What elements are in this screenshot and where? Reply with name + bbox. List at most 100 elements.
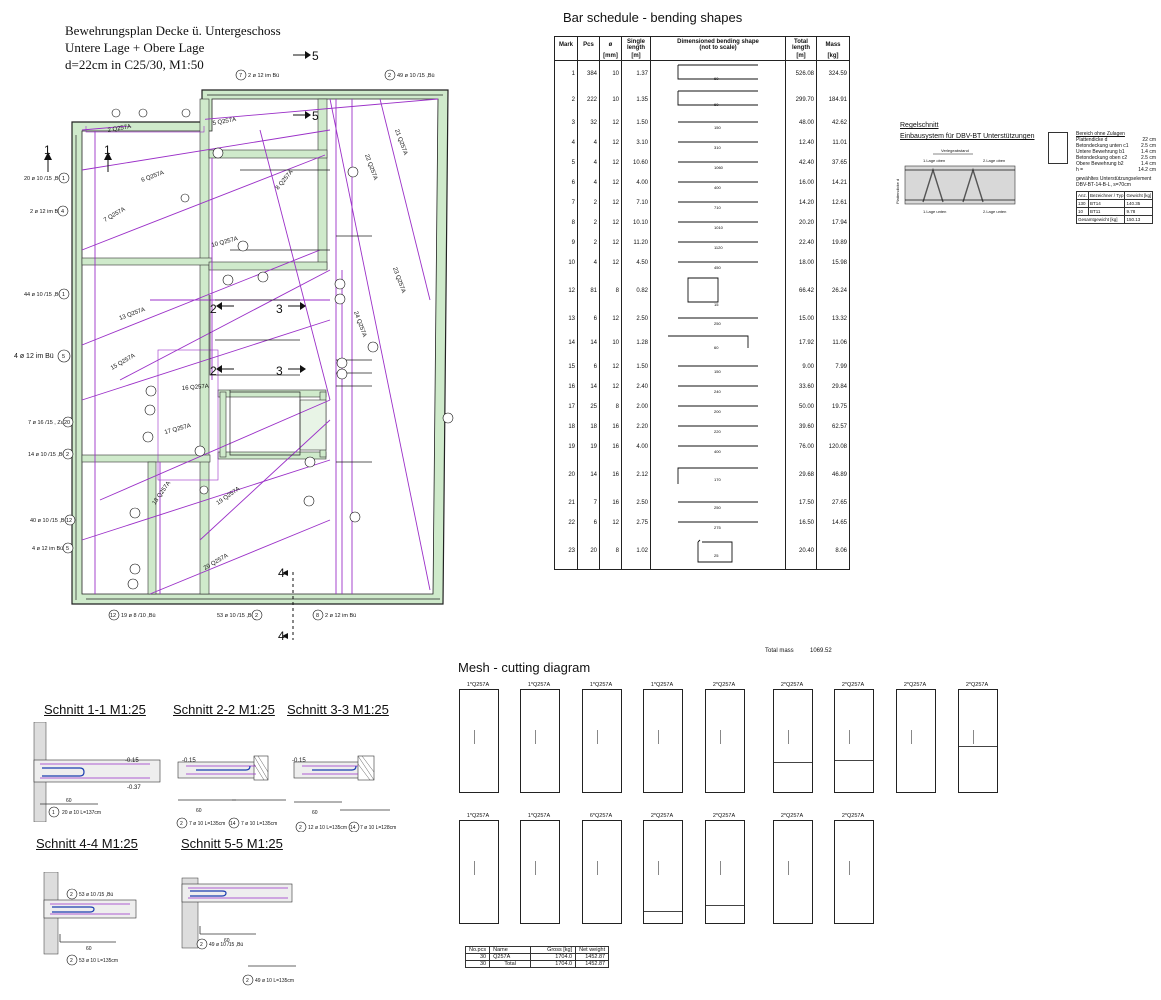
regelschnitt-title: Regelschnitt (900, 122, 939, 129)
cell-mark: 4 (554, 133, 578, 153)
cell-total: 42.40 (785, 153, 817, 173)
col-dia: ø (599, 36, 622, 53)
mesh-label: 5 Q257A (212, 117, 236, 127)
unit-mark (554, 52, 578, 61)
bending-shape-icon: 200 (678, 405, 758, 414)
regel-td: 140.35 (1124, 199, 1154, 208)
cell-shape: 250 (650, 493, 786, 513)
mesh-sheet-box (773, 820, 813, 924)
cell-pcs: 6 (577, 513, 600, 533)
mesh-sheet-box (520, 689, 560, 793)
total-mass-value: 1069.52 (810, 648, 832, 654)
cell-mark: 15 (554, 357, 578, 377)
cell-pcs: 81 (577, 273, 600, 309)
cell-dia: 12 (599, 513, 622, 533)
mesh-total: 1704.0 (530, 960, 577, 968)
mesh-sheet: 1*Q257A (459, 682, 499, 793)
cell-pcs: 222 (577, 87, 600, 113)
section-5-dim: 60 (224, 938, 230, 944)
callout-mark: 5 (62, 354, 65, 360)
section-2-mark-b: 14 (230, 821, 236, 827)
section-3-dim: 60 (312, 810, 318, 816)
slab-inner (81, 98, 439, 595)
section-marker-1a: 1 (44, 143, 51, 157)
mesh-label: 16 Q257A (182, 384, 209, 392)
cell-mark: 2 (554, 87, 578, 113)
callout-text: 2 ø 12 im Bü (325, 613, 356, 619)
cell-single: 4.00 (621, 437, 651, 457)
mesh-piece-marker (849, 861, 858, 875)
section-3-drawing: -0.15 60 2 12 ø 10 L=135cm 14 7 ø 10 L=1… (292, 755, 396, 832)
cell-mark: 18 (554, 417, 578, 437)
cell-total: 39.60 (785, 417, 817, 437)
mesh-sheet: 2*Q257A (705, 682, 745, 793)
section-5-callout-b: 49 ø 10 L=135cm (255, 978, 294, 984)
regel-th: Anz. (1075, 191, 1090, 200)
cell-mark: 12 (554, 273, 578, 309)
cell-mark: 6 (554, 173, 578, 193)
cell-single: 2.50 (621, 493, 651, 513)
bending-shape-icon: 60 (668, 335, 749, 350)
cell-pcs: 2 (577, 213, 600, 233)
cell-pcs: 6 (577, 309, 600, 329)
mesh-piece-marker (474, 861, 483, 875)
bending-shape-icon: 150 (678, 365, 758, 374)
plan-title-line-1: Bewehrungsplan Decke ü. Untergeschoss (65, 23, 281, 38)
col-shape: Dimensioned bending shape(not to scale) (650, 36, 786, 53)
mesh-piece-marker (720, 730, 729, 744)
bending-shape-icon: 150 (678, 121, 758, 130)
callout-mark: 12 (66, 518, 72, 524)
mesh-sheet: 2*Q257A (958, 682, 998, 793)
cell-mass: 37.65 (816, 153, 850, 173)
mesh-piece-marker (720, 861, 729, 875)
cell-shape: 240 (650, 377, 786, 397)
mesh-sheet-label: 2*Q257A (965, 682, 989, 688)
section-4-mark-a: 2 (70, 892, 73, 898)
cell-pcs: 14 (577, 457, 600, 493)
bending-shape-icon: 710 (678, 201, 758, 210)
section-marker-4b: 4 (278, 629, 285, 643)
section-arrows (44, 51, 311, 639)
section-marker-5a: 5 (312, 49, 319, 63)
interior-walls (81, 98, 328, 595)
cell-total: 50.00 (785, 397, 817, 417)
cell-dia: 12 (599, 357, 622, 377)
shape-dimension: 310 (714, 145, 721, 150)
section-lines (47, 54, 305, 640)
regel-total-label: Gesamtgewicht [kg] (1075, 215, 1126, 224)
cell-dia: 10 (599, 87, 622, 113)
section-2-callout-b: 7 ø 10 L=135cm (241, 821, 277, 827)
bending-shape-icon: 310 (678, 141, 758, 150)
mesh-sheet-label: 1*Q257A (589, 682, 613, 688)
cell-total: 16.50 (785, 513, 817, 533)
cell-shape: 275 (650, 513, 786, 533)
regel-label: 2.Lage unten (983, 209, 1006, 214)
section-4-callout-b: 53 ø 10 L=135cm (79, 958, 118, 964)
cell-shape: 250 (650, 309, 786, 329)
cell-mark: 19 (554, 437, 578, 457)
bending-shape-icon: 220 (678, 425, 758, 434)
cell-mass: 17.94 (816, 213, 850, 233)
mesh-sheet: 2*Q257A (834, 813, 874, 924)
regel-total-value: 150.13 (1124, 215, 1154, 224)
bending-shape-icon: 60 (677, 64, 758, 81)
section-marker-2a: 2 (210, 302, 217, 316)
regel-label: 1.Lage unten (923, 209, 946, 214)
cell-mass: 324.59 (816, 60, 850, 87)
section-3-mark-a: 2 (299, 825, 302, 831)
cell-mass: 29.84 (816, 377, 850, 397)
section-marker-1b: 1 (104, 143, 111, 157)
section-3-mark-b: 14 (350, 825, 356, 831)
callout-text: 4 ø 12 im Bü (32, 546, 63, 552)
mesh-sheet: 1*Q257A (582, 682, 622, 793)
shape-dimension: 150 (714, 125, 721, 130)
shape-dimension: 400 (714, 185, 721, 190)
cell-mark: 13 (554, 309, 578, 329)
cell-dia: 12 (599, 253, 622, 273)
cell-total: 48.00 (785, 113, 817, 133)
